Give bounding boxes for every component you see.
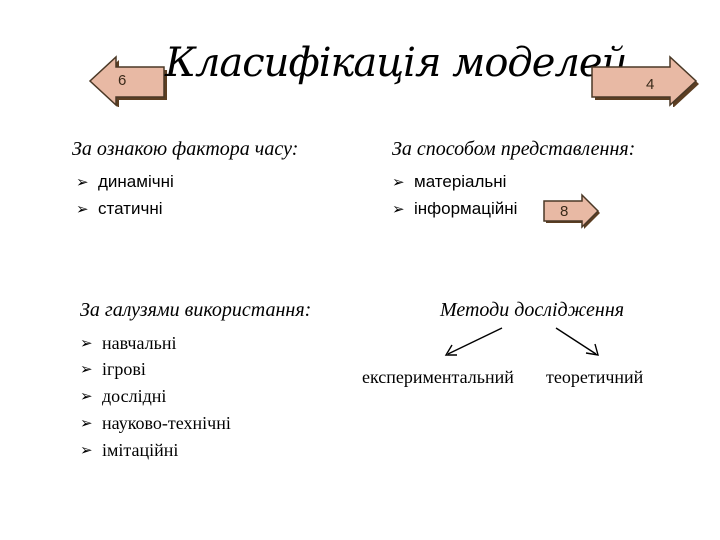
usage-item: ➢ ігрові: [80, 359, 146, 380]
usage-item: ➢ науково-технічні: [80, 413, 231, 434]
arrow-bullet-icon: ➢: [392, 201, 405, 218]
link-slide-label: 8: [560, 203, 569, 220]
arrow-bullet-icon: ➢: [80, 443, 93, 459]
next-slide-label: 4: [646, 76, 655, 93]
usage-item-label: навчальні: [102, 333, 177, 353]
representation-item-label: інформаційні: [414, 199, 518, 218]
usage-heading: За галузями використання:: [80, 299, 312, 321]
representation-item: ➢ інформаційні: [392, 199, 517, 219]
representation-item: ➢ матеріальні: [392, 172, 506, 192]
right-arrow-icon: [591, 55, 699, 107]
methods-heading: Методи дослідження: [440, 299, 625, 321]
methods-branch-arrows: [444, 327, 599, 356]
representation-heading: За способом представлення:: [392, 138, 636, 160]
usage-item: ➢ імітаційні: [80, 440, 178, 461]
time-factor-item: ➢ статичні: [76, 199, 162, 219]
usage-item: ➢ дослідні: [80, 386, 166, 407]
time-factor-heading: За ознакою фактора часу:: [72, 138, 299, 160]
usage-item-label: ігрові: [102, 359, 146, 379]
left-arrow-icon: [88, 55, 167, 107]
page-title: Класифікація моделей: [165, 40, 627, 86]
usage-item-label: дослідні: [102, 386, 167, 406]
right-arrow-icon: [543, 193, 600, 229]
usage-item-label: імітаційні: [102, 440, 179, 460]
prev-slide-button[interactable]: 6: [88, 55, 168, 107]
usage-item: ➢ навчальні: [80, 333, 176, 354]
time-factor-item-label: статичні: [98, 199, 163, 218]
methods-left: експериментальний: [362, 367, 514, 387]
arrow-bullet-icon: ➢: [76, 174, 89, 191]
arrow-bullet-icon: ➢: [76, 201, 89, 218]
prev-slide-label: 6: [118, 72, 127, 89]
methods-right: теоретичний: [546, 367, 644, 387]
time-factor-item-label: динамічні: [98, 172, 174, 191]
time-factor-item: ➢ динамічні: [76, 172, 174, 192]
representation-item-label: матеріальні: [414, 172, 507, 191]
link-slide-button[interactable]: 8: [542, 193, 602, 231]
arrow-bullet-icon: ➢: [392, 174, 405, 191]
arrow-bullet-icon: ➢: [80, 336, 93, 352]
usage-item-label: науково-технічні: [102, 413, 231, 433]
arrow-bullet-icon: ➢: [80, 389, 93, 405]
arrow-bullet-icon: ➢: [80, 362, 93, 378]
arrow-bullet-icon: ➢: [80, 416, 93, 432]
next-slide-button[interactable]: 4: [590, 55, 702, 107]
